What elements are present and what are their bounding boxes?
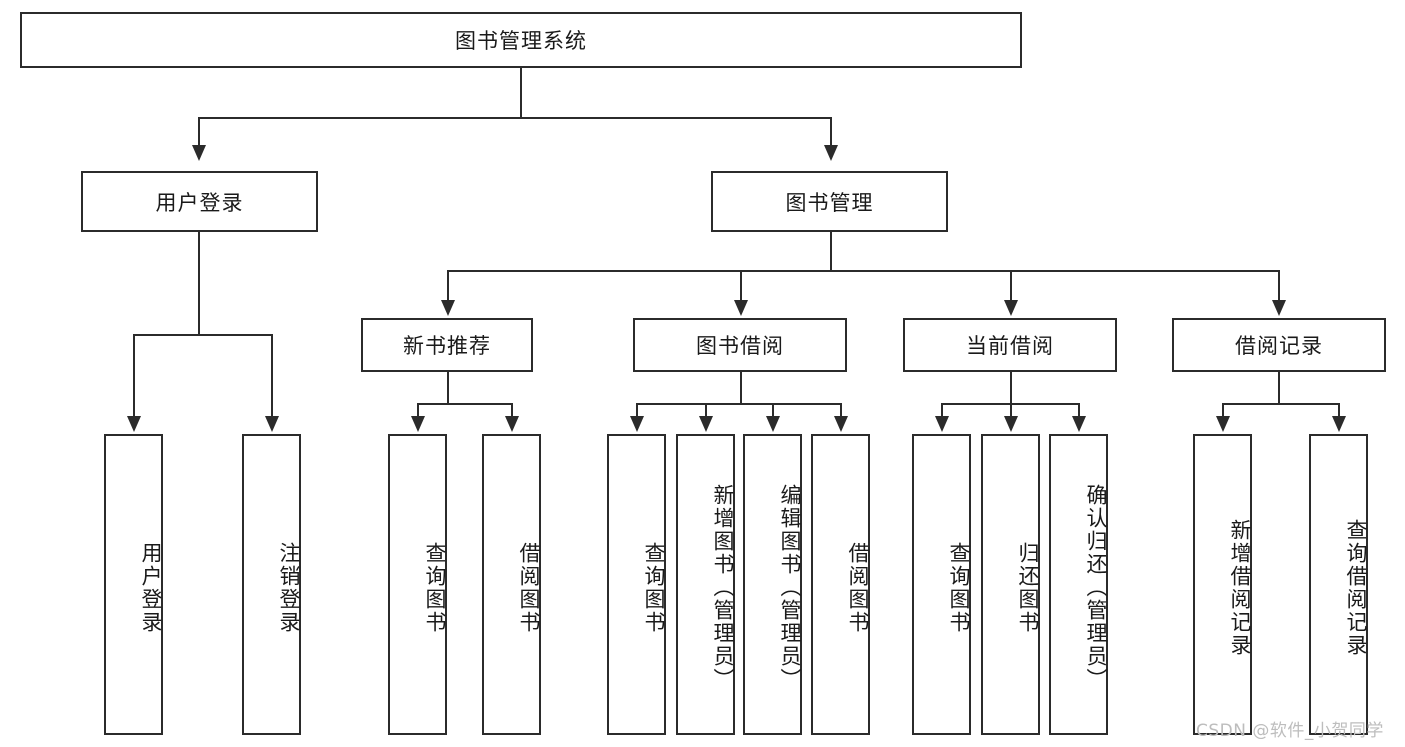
edge-root-to-book-management — [830, 117, 832, 147]
node-current-borrow[interactable]: 当前借阅 — [903, 318, 1117, 372]
edge-bm-to-book-borrow — [740, 270, 742, 302]
edge-user-login-bus — [133, 334, 272, 336]
node-label: 图书借阅 — [696, 334, 784, 358]
arrow-bb-to-leaf-2 — [766, 416, 780, 432]
arrow-br-to-leaf-1 — [1332, 416, 1346, 432]
node-label: 图书管理系统 — [455, 29, 587, 53]
edge-bm-to-borrow-record — [1278, 270, 1280, 302]
edge-bb-to-leaf-1 — [705, 403, 707, 418]
node-book-borrow[interactable]: 图书借阅 — [633, 318, 847, 372]
node-label: 图书管理 — [785, 190, 874, 215]
edge-current-borrow-stem — [1010, 372, 1012, 404]
edge-bb-to-leaf-2 — [772, 403, 774, 418]
arrow-bm-to-book-borrow — [734, 300, 748, 316]
arrow-root-to-user-login — [192, 145, 206, 161]
node-label: 查询图书 — [423, 541, 447, 634]
node-label: 借阅图书 — [846, 541, 870, 634]
node-label: 注销登录 — [277, 541, 301, 634]
node-label: 借阅记录 — [1235, 334, 1323, 358]
node-new-book-recommend[interactable]: 新书推荐 — [361, 318, 533, 372]
node-label: 查询图书 — [642, 541, 666, 634]
edge-new-book-bus — [417, 403, 512, 405]
edge-book-borrow-bus — [636, 403, 840, 405]
node-label: 新书推荐 — [403, 334, 491, 358]
arrow-br-to-leaf-0 — [1216, 416, 1230, 432]
arrow-nb-to-leaf-0 — [411, 416, 425, 432]
edge-book-borrow-stem — [740, 372, 742, 404]
node-leaf-user-login[interactable]: 用户登录 — [104, 434, 163, 735]
node-leaf-nb-borrow-book[interactable]: 借阅图书 — [482, 434, 541, 735]
edge-cb-to-leaf-1 — [1010, 403, 1012, 418]
arrow-user-login-to-leaf-1 — [265, 416, 279, 432]
arrow-root-to-book-management — [824, 145, 838, 161]
node-leaf-cb-query-book[interactable]: 查询图书 — [912, 434, 971, 735]
edge-user-login-stem — [198, 232, 200, 335]
node-leaf-br-add-record[interactable]: 新增借阅记录 — [1193, 434, 1252, 735]
node-label: 用户登录 — [155, 190, 244, 215]
arrow-cb-to-leaf-2 — [1072, 416, 1086, 432]
edge-current-borrow-bus — [941, 403, 1078, 405]
edge-bm-to-new-book — [447, 270, 449, 302]
node-leaf-bb-query-book[interactable]: 查询图书 — [607, 434, 666, 735]
arrow-bb-to-leaf-3 — [834, 416, 848, 432]
node-label: 当前借阅 — [966, 334, 1054, 358]
node-leaf-logout[interactable]: 注销登录 — [242, 434, 301, 735]
node-label: 确认归还（管理员） — [1084, 484, 1108, 691]
node-borrow-record[interactable]: 借阅记录 — [1172, 318, 1386, 372]
node-leaf-cb-confirm-return-admin[interactable]: 确认归还（管理员） — [1049, 434, 1108, 735]
edge-br-to-leaf-1 — [1338, 403, 1340, 418]
node-user-login[interactable]: 用户登录 — [81, 171, 318, 232]
edge-cb-to-leaf-0 — [941, 403, 943, 418]
node-leaf-br-query-record[interactable]: 查询借阅记录 — [1309, 434, 1368, 735]
edge-br-to-leaf-0 — [1222, 403, 1224, 418]
edge-cb-to-leaf-2 — [1078, 403, 1080, 418]
edge-borrow-record-bus — [1222, 403, 1339, 405]
node-label: 查询图书 — [947, 541, 971, 634]
node-label: 查询借阅记录 — [1344, 518, 1368, 657]
edge-borrow-record-stem — [1278, 372, 1280, 404]
edge-root-bus — [198, 117, 832, 119]
edge-new-book-stem — [447, 372, 449, 404]
arrow-bb-to-leaf-1 — [699, 416, 713, 432]
watermark-csdn: CSDN @软件_小贺同学 — [1196, 721, 1384, 741]
node-label: 编辑图书（管理员） — [778, 484, 802, 691]
node-leaf-nb-query-book[interactable]: 查询图书 — [388, 434, 447, 735]
edge-nb-to-leaf-0 — [417, 403, 419, 418]
arrow-bb-to-leaf-0 — [630, 416, 644, 432]
node-label: 用户登录 — [139, 541, 163, 634]
arrow-bm-to-current-borrow — [1004, 300, 1018, 316]
edge-root-stem — [520, 68, 522, 118]
node-label: 新增借阅记录 — [1228, 518, 1252, 657]
edge-user-login-to-leaf-0 — [133, 334, 135, 418]
node-leaf-bb-borrow-book[interactable]: 借阅图书 — [811, 434, 870, 735]
edge-bb-to-leaf-0 — [636, 403, 638, 418]
edge-bb-to-leaf-3 — [840, 403, 842, 418]
node-label: 借阅图书 — [517, 541, 541, 634]
edge-root-to-user-login — [198, 117, 200, 147]
node-book-management[interactable]: 图书管理 — [711, 171, 948, 232]
arrow-bm-to-new-book — [441, 300, 455, 316]
edge-book-management-stem — [830, 232, 832, 272]
arrow-cb-to-leaf-1 — [1004, 416, 1018, 432]
node-root-book-management-system[interactable]: 图书管理系统 — [20, 12, 1022, 68]
arrow-user-login-to-leaf-0 — [127, 416, 141, 432]
edge-book-management-bus — [447, 270, 1278, 272]
edge-nb-to-leaf-1 — [511, 403, 513, 418]
edge-bm-to-current-borrow — [1010, 270, 1012, 302]
arrow-bm-to-borrow-record — [1272, 300, 1286, 316]
edge-user-login-to-leaf-1 — [271, 334, 273, 418]
node-label: 新增图书（管理员） — [711, 484, 735, 691]
arrow-cb-to-leaf-0 — [935, 416, 949, 432]
node-leaf-cb-return-book[interactable]: 归还图书 — [981, 434, 1040, 735]
node-label: 归还图书 — [1016, 541, 1040, 634]
node-leaf-bb-edit-book-admin[interactable]: 编辑图书（管理员） — [743, 434, 802, 735]
arrow-nb-to-leaf-1 — [505, 416, 519, 432]
node-leaf-bb-add-book-admin[interactable]: 新增图书（管理员） — [676, 434, 735, 735]
